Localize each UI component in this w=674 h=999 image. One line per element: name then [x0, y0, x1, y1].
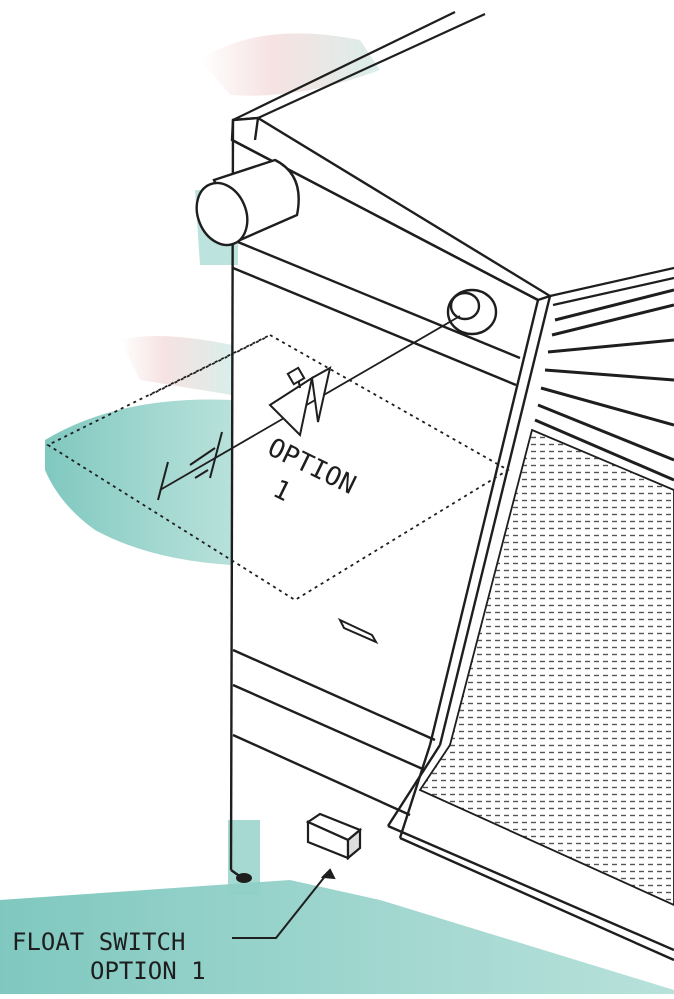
float-switch-leader	[232, 868, 336, 939]
option-label: OPTION 1	[263, 433, 361, 508]
pipe-line	[159, 315, 461, 491]
slot-icon	[337, 617, 379, 645]
pipe-stub-icon	[195, 158, 300, 247]
float-switch-icon	[305, 812, 363, 861]
perforated-grille	[418, 428, 674, 906]
louver-frame	[549, 266, 674, 307]
left-panel	[229, 116, 674, 962]
louvers	[534, 288, 674, 482]
option-panel-outline	[46, 334, 510, 602]
port-fitting-icon	[446, 288, 498, 336]
cabinet-foot	[236, 873, 252, 883]
float-switch-label-line1: FLOAT SWITCH	[12, 928, 185, 956]
float-switch-label-line2: OPTION 1	[90, 957, 206, 985]
option-label-line2: 1	[268, 474, 295, 508]
strainer-icon	[157, 431, 223, 501]
background-shadow	[0, 33, 674, 994]
solenoid-valve-icon	[268, 366, 332, 438]
